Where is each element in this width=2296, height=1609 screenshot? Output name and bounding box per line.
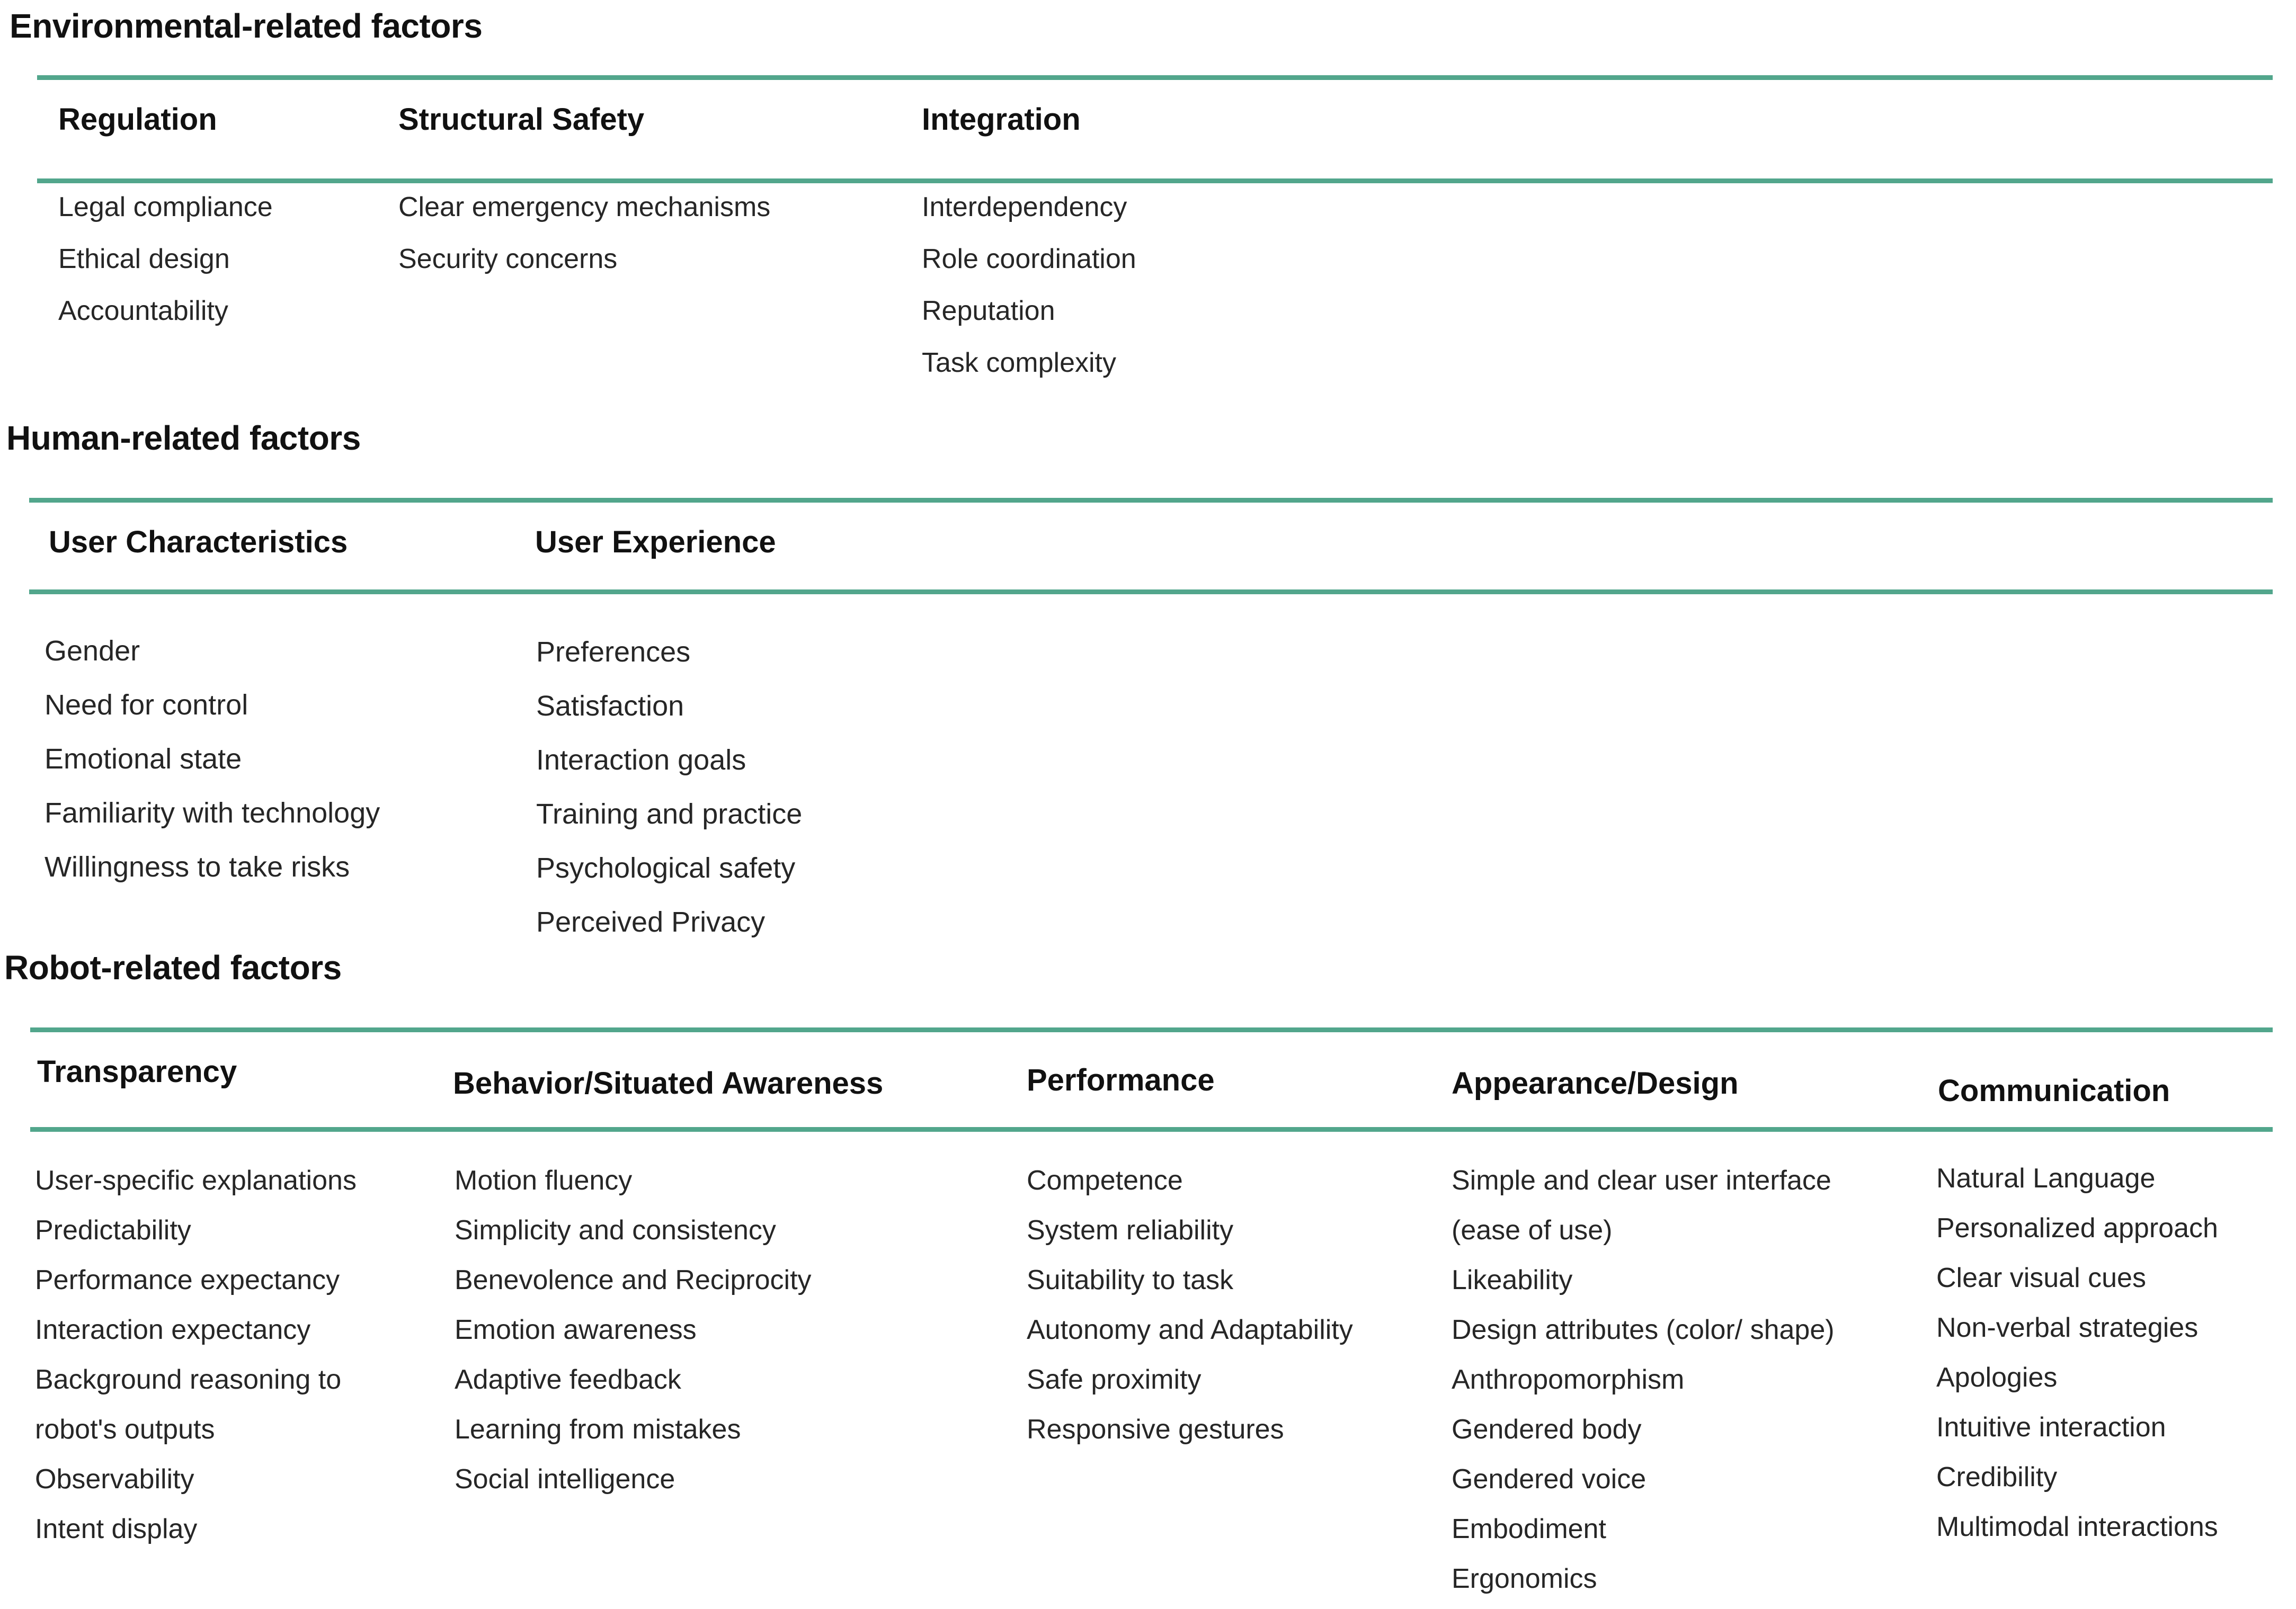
list-item: Autonomy and Adaptability [1027,1315,1353,1345]
list-item: Likeability [1452,1265,1573,1295]
list-item: Security concerns [398,244,618,274]
section-title-human: Human-related factors [6,419,361,457]
list-item: Emotion awareness [455,1315,697,1345]
list-item: Intent display [35,1514,198,1544]
list-item: Predictability [35,1215,191,1246]
column-list-communication: Natural Language Personalized approach C… [1936,1154,2296,1552]
list-item: Credibility [1936,1462,2058,1492]
list-item: Gendered body [1452,1414,1642,1445]
list-item: Observability [35,1464,194,1495]
list-item: Benevolence and Reciprocity [455,1265,812,1295]
list-item: Social intelligence [455,1464,675,1495]
list-item: Gendered voice [1452,1464,1647,1495]
list-item: Suitability to task [1027,1265,1234,1295]
column-header-transparency: Transparency [37,1054,237,1089]
list-item: Perceived Privacy [536,906,766,938]
column-header-structural-safety: Structural Safety [398,102,645,137]
list-item: Role coordination [922,244,1136,274]
column-list-user-characteristics: Gender Need for control Emotional state … [45,624,511,894]
column-header-user-characteristics: User Characteristics [49,525,348,559]
list-item: Learning from mistakes [455,1414,741,1445]
list-item: Willingness to take risks [45,851,350,883]
column-list-structural-safety: Clear emergency mechanisms Security conc… [398,181,907,285]
list-item: Interaction goals [536,744,746,776]
list-item: Accountability [58,296,228,326]
list-item: Task complexity [922,347,1116,378]
column-list-behavior-situated-awareness: Motion fluency Simplicity and consistenc… [455,1156,1016,1504]
column-header-regulation: Regulation [58,102,217,137]
list-item: Interdependency [922,192,1127,222]
list-item: Apologies [1936,1362,2058,1393]
list-item: Preferences [536,636,691,668]
list-item: Multimodal interactions [1936,1512,2218,1542]
list-item: Training and practice [536,798,803,830]
list-item: Personalized approach [1936,1213,2218,1244]
list-item: Ergonomics [1452,1563,1597,1594]
column-header-user-experience: User Experience [535,525,776,559]
column-header-behavior-situated-awareness: Behavior/Situated Awareness [453,1066,884,1101]
column-list-appearance-design: Simple and clear user interface (ease of… [1452,1156,1928,1604]
list-item: Clear visual cues [1936,1263,2146,1293]
rule-environmental-bottom [37,178,2273,183]
list-item: Emotional state [45,743,242,775]
list-item: Ethical design [58,244,230,274]
list-item: Natural Language [1936,1163,2156,1194]
list-item: Satisfaction [536,690,684,722]
rule-environmental-top [37,75,2273,80]
list-item: Design attributes (color/ shape) [1452,1315,1835,1345]
list-item: Safe proximity [1027,1364,1202,1395]
list-item: Simplicity and consistency [455,1215,776,1246]
rule-human-bottom [29,589,2273,594]
list-item: User-specific explanations [35,1165,357,1196]
list-item: System reliability [1027,1215,1234,1246]
list-item: Need for control [45,689,248,721]
rule-human-top [29,498,2273,503]
list-item: Psychological safety [536,852,796,884]
list-item: Intuitive interaction [1936,1412,2166,1443]
list-item: Familiarity with technology [45,797,380,829]
list-item: Responsive gestures [1027,1414,1284,1445]
list-item: Simple and clear user interface (ease of… [1452,1165,1831,1246]
section-title-environmental: Environmental-related factors [10,7,483,45]
column-list-regulation: Legal compliance Ethical design Accounta… [58,181,387,337]
column-header-integration: Integration [922,102,1081,137]
column-list-transparency: User-specific explanations Predictabilit… [35,1156,448,1554]
list-item: Non-verbal strategies [1936,1312,2199,1343]
list-item: Background reasoning to robot's outputs [35,1364,342,1445]
list-item: Reputation [922,296,1055,326]
list-item: Clear emergency mechanisms [398,192,771,222]
list-item: Competence [1027,1165,1183,1196]
list-item: Anthropomorphism [1452,1364,1685,1395]
column-header-performance: Performance [1027,1063,1215,1097]
section-title-robot: Robot-related factors [4,949,342,987]
column-header-communication: Communication [1938,1074,2170,1108]
list-item: Adaptive feedback [455,1364,681,1395]
list-item: Legal compliance [58,192,273,222]
list-item: Embodiment [1452,1514,1606,1544]
column-list-performance: Competence System reliability Suitabilit… [1027,1156,1445,1454]
list-item: Gender [45,635,140,667]
list-item: Interaction expectancy [35,1315,311,1345]
rule-robot-bottom [30,1127,2273,1132]
column-list-user-experience: Preferences Satisfaction Interaction goa… [536,625,1013,949]
list-item: Motion fluency [455,1165,633,1196]
column-list-integration: Interdependency Role coordination Reputa… [922,181,1399,389]
column-header-appearance-design: Appearance/Design [1452,1066,1739,1101]
list-item: Performance expectancy [35,1265,340,1295]
rule-robot-top [30,1027,2273,1032]
